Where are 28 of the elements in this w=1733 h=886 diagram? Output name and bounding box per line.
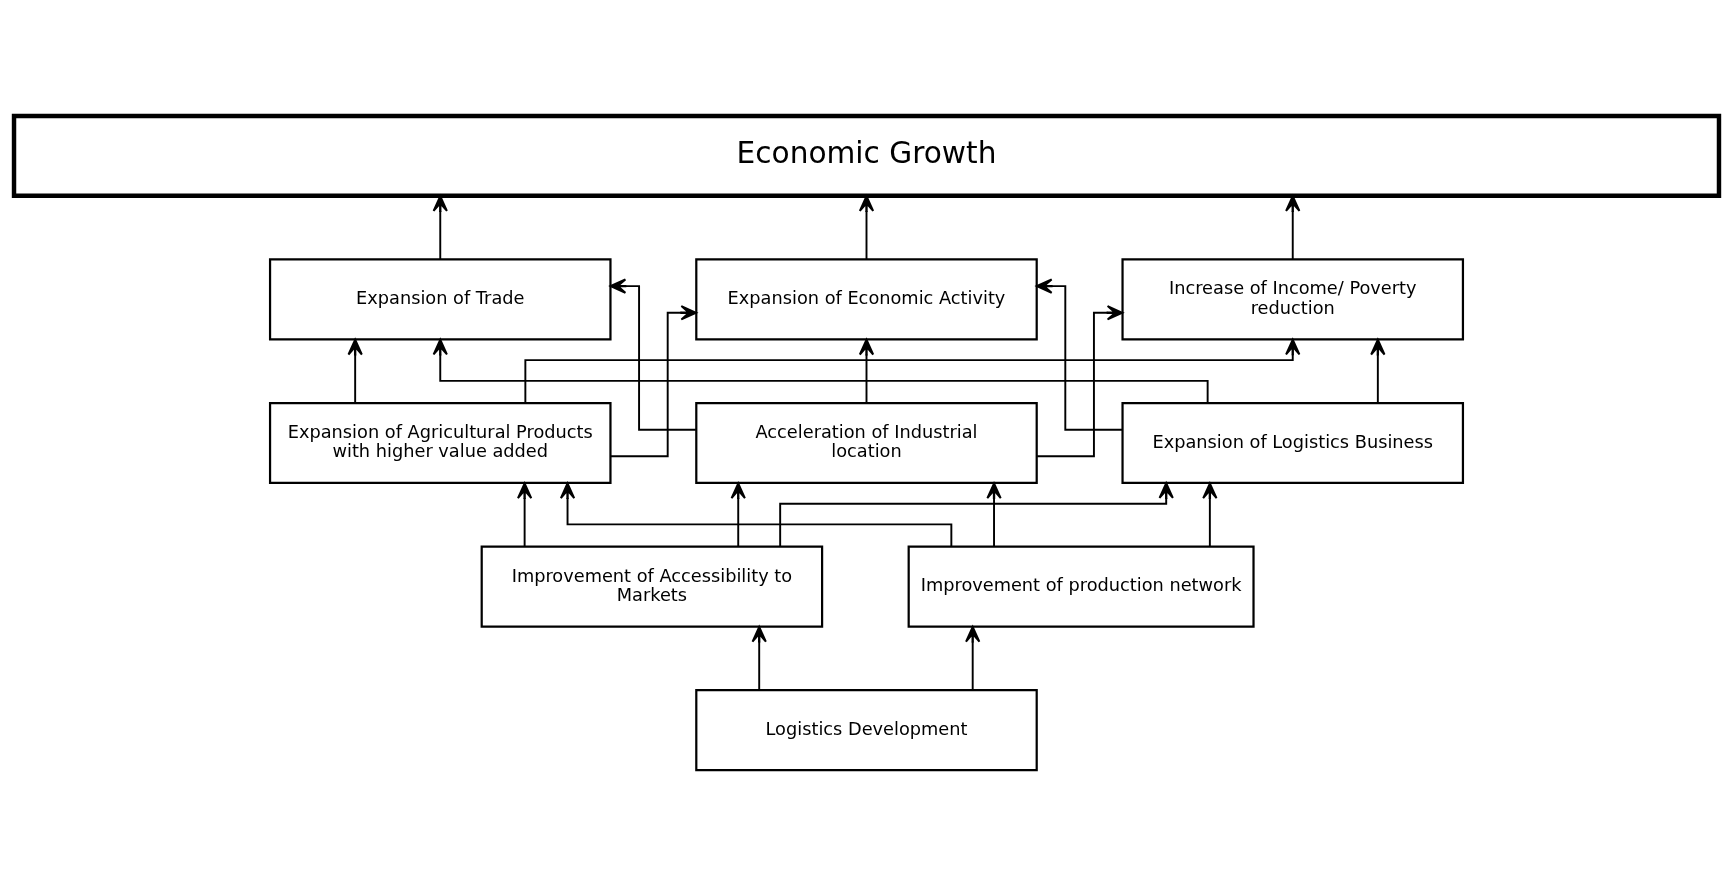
node-box: Increase of Income/ Poverty reduction xyxy=(1121,258,1465,341)
arrow xyxy=(986,482,1002,548)
arrow xyxy=(751,625,767,692)
arrow xyxy=(965,625,981,692)
arrow xyxy=(1035,278,1124,431)
arrow xyxy=(1202,482,1218,548)
arrow xyxy=(858,338,875,404)
arrow xyxy=(524,338,1301,404)
arrow xyxy=(779,482,1174,548)
node-box: Expansion of Economic Activity xyxy=(695,258,1038,341)
arrow xyxy=(1285,195,1301,261)
node-box: Logistics Development xyxy=(695,689,1038,772)
node-box: Acceleration of Industrial location xyxy=(695,401,1038,485)
node-box: Expansion of Logistics Business xyxy=(1121,401,1465,485)
node-box: Economic Growth xyxy=(11,113,1722,199)
node-box: Expansion of Agricultural Products with higher value added xyxy=(268,401,612,485)
node-box: Improvement of Accessibility to Markets xyxy=(480,545,824,628)
arrow xyxy=(1370,338,1386,404)
arrow xyxy=(730,482,746,548)
arrow xyxy=(609,278,697,431)
arrow xyxy=(432,195,448,261)
node-box: Improvement of production network xyxy=(907,545,1255,628)
arrow xyxy=(858,195,875,261)
arrow xyxy=(1036,305,1124,458)
arrow xyxy=(609,305,698,458)
arrow xyxy=(517,482,533,548)
node-box: Expansion of Trade xyxy=(268,258,612,341)
arrow xyxy=(347,338,363,404)
